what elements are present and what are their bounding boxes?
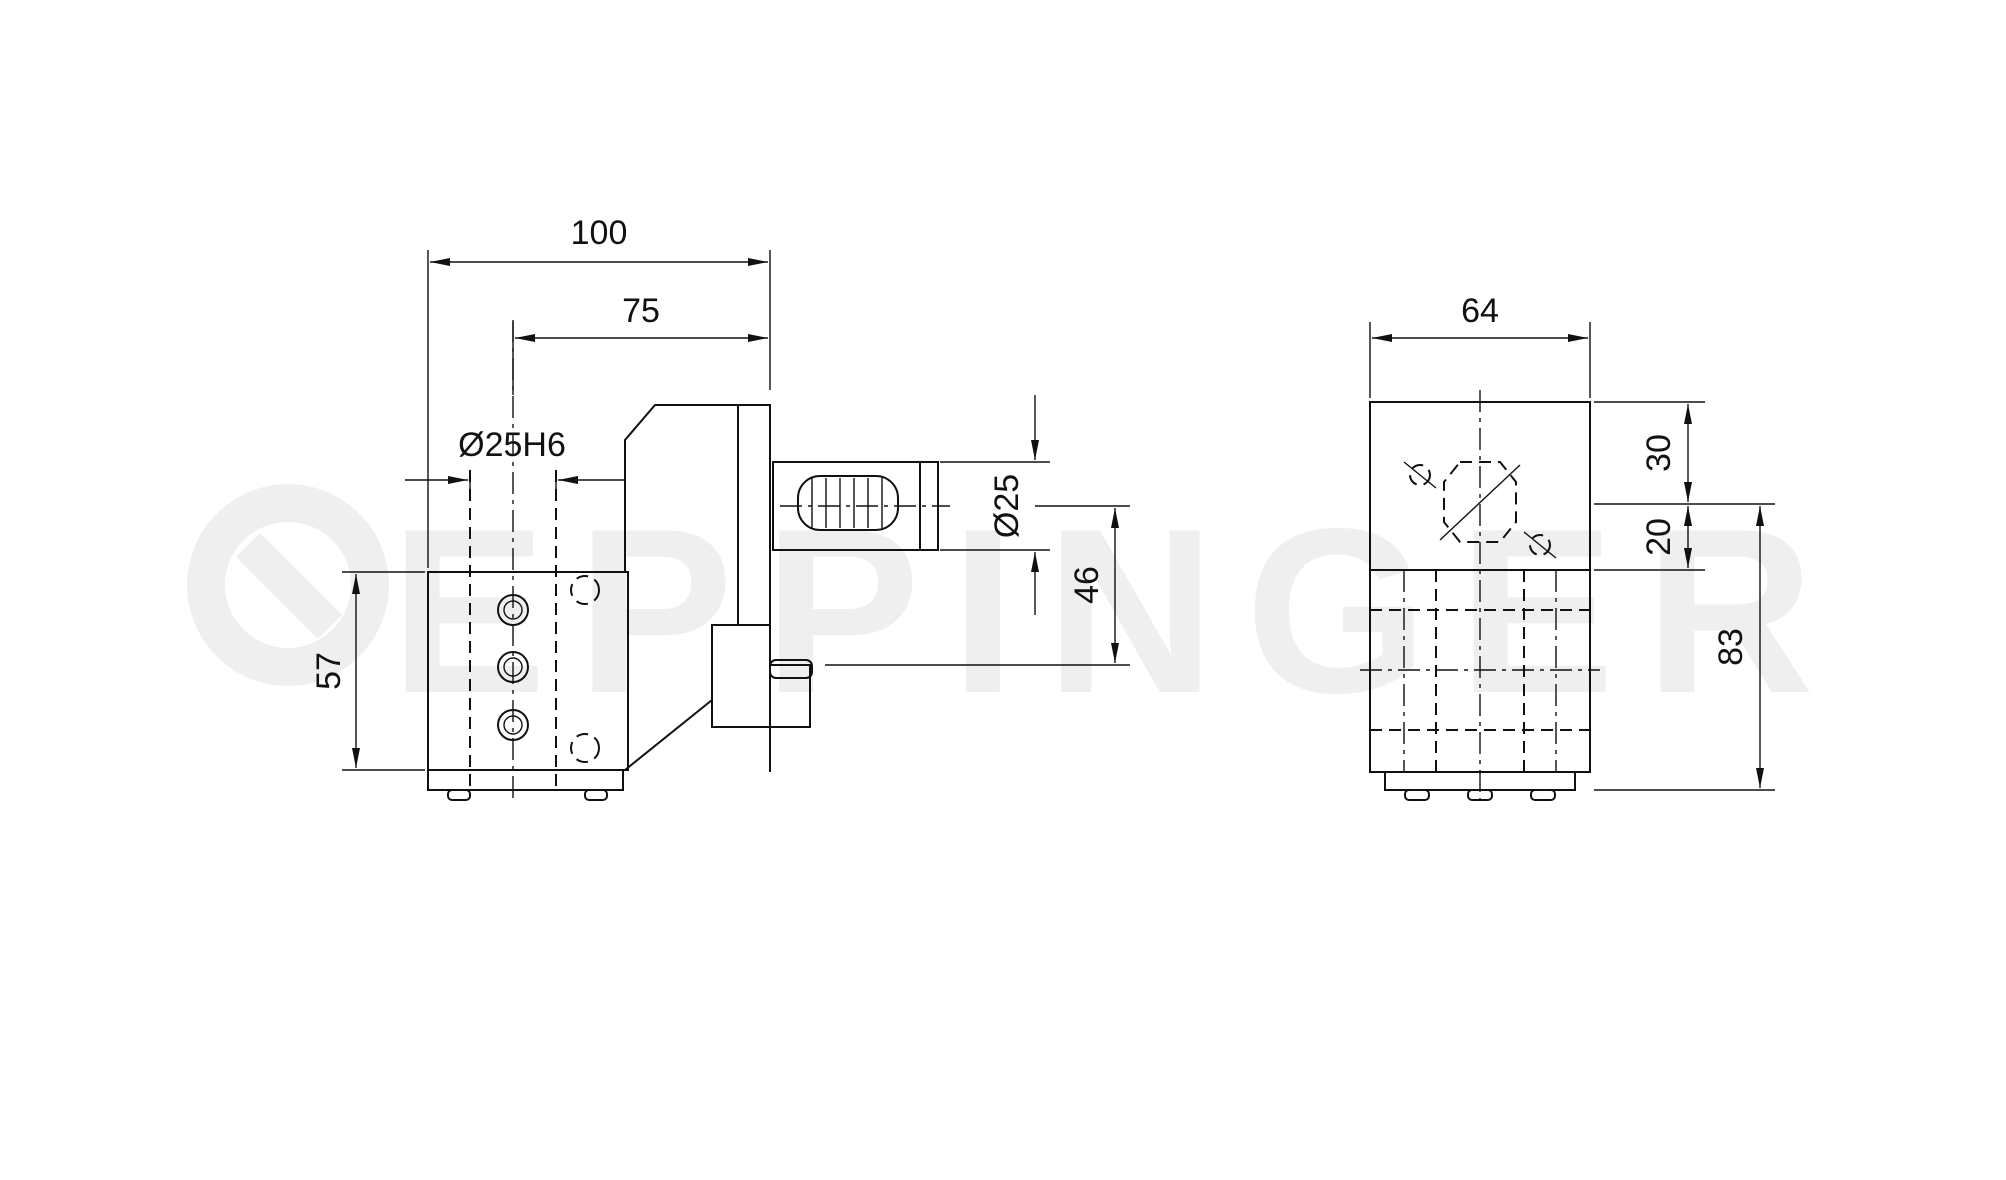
watermark-text: EPPINGER [390, 479, 1844, 742]
dim-total-height: 83 [1712, 628, 1750, 666]
dim-bore-fit: Ø25H6 [458, 426, 566, 464]
dim-overall-length: 100 [571, 214, 628, 252]
bolt-icon [1403, 461, 1557, 559]
dim-width: 64 [1461, 292, 1499, 330]
side-view: 100 75 Ø25H6 57 Ø25 46 [310, 214, 1130, 801]
front-view: 64 30 20 83 [1360, 292, 1775, 801]
side-bottom-plate [427, 769, 624, 791]
screw-icon [497, 594, 529, 741]
dim-height: 57 [310, 652, 348, 690]
side-bracket [711, 624, 771, 728]
side-column [624, 404, 771, 772]
front-bore [1443, 461, 1517, 543]
dim-shank-diameter: Ø25 [988, 474, 1026, 538]
dim-bore-offset: 75 [622, 292, 660, 330]
dim-center-height: 46 [1068, 566, 1106, 604]
dim-upper: 30 [1640, 434, 1678, 472]
dim-middle: 20 [1640, 518, 1678, 556]
spring-icon [797, 475, 899, 531]
